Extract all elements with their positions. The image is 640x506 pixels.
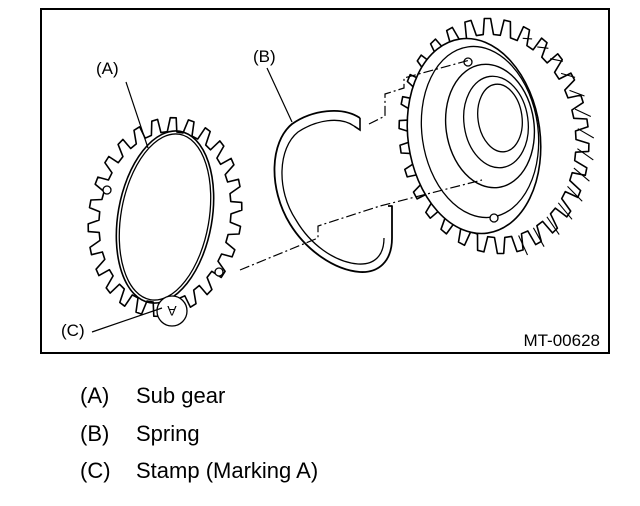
legend-text: Sub gear [136, 383, 226, 408]
callout-c: (C) [61, 321, 85, 340]
helical-tooth-line [577, 128, 595, 139]
legend-key: (A) [80, 383, 110, 408]
helical-tooth-line [546, 216, 560, 235]
spring-ring [273, 110, 393, 273]
helical-tooth-line [560, 72, 576, 78]
helical-tooth-line [537, 46, 549, 49]
callout-a: (A) [96, 59, 119, 78]
leader-lines [91, 67, 293, 333]
helical-tooth-line [574, 108, 592, 117]
alignment-line-lower [239, 179, 483, 271]
figure-code: MT-00628 [523, 331, 600, 350]
legend-text: Spring [136, 421, 200, 446]
helical-tooth-line [522, 37, 533, 40]
sub-gear-hole-left [102, 185, 112, 195]
helical-tooth-line [573, 167, 590, 182]
main-gear-hole-bottom [489, 213, 499, 223]
sub-gear-inner-ring [118, 133, 212, 301]
helical-tooth-line [557, 202, 573, 220]
stamp-marking: A [167, 303, 177, 319]
spring-end-top [353, 118, 361, 132]
spring [273, 110, 393, 273]
leader-line-a [125, 81, 149, 149]
helical-tooth-line [518, 235, 529, 256]
legend-key: (B) [80, 421, 110, 446]
sub-gear: A [87, 116, 243, 327]
alignment-lines [239, 59, 483, 271]
illustration-frame: A [40, 8, 610, 354]
leader-line-b [266, 67, 293, 123]
main-gear-hole-top [463, 57, 473, 67]
exploded-gear-illustration: A [61, 17, 600, 350]
sub-gear-inner-ring-outer [115, 130, 215, 304]
helical-tooth-line [569, 89, 585, 97]
helical-tooth-line [550, 58, 564, 62]
main-gear-helical-teeth [518, 37, 595, 256]
callout-b: (B) [253, 47, 276, 66]
main-gear-bore [477, 83, 523, 153]
main-gear-hub-inner [463, 75, 529, 169]
leader-line-c [91, 307, 163, 333]
spring-ring-inner [281, 119, 385, 265]
main-gear [398, 17, 595, 256]
helical-tooth-line [532, 227, 545, 247]
sub-gear-hole-right [214, 267, 224, 277]
legend-text: Stamp (Marking A) [136, 458, 319, 483]
helical-tooth-line [577, 148, 594, 161]
alignment-line-upper [368, 59, 471, 125]
helical-tooth-line [567, 186, 583, 202]
stamp-circle [156, 295, 188, 327]
legend-key: (C) [80, 458, 111, 483]
